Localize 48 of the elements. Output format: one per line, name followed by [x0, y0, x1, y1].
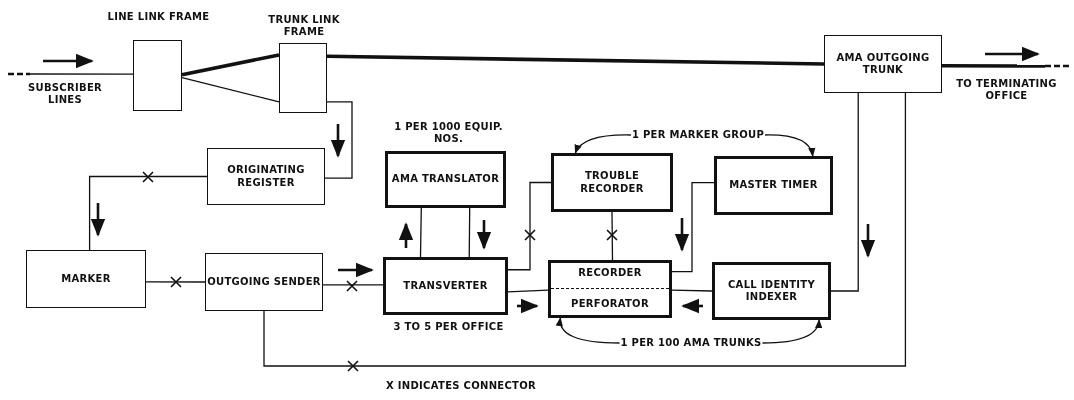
connection-line	[322, 284, 384, 286]
connection-line	[671, 289, 713, 292]
box-label: CALL IDENTITY INDEXER	[727, 278, 816, 304]
connection-line	[324, 101, 353, 179]
connection-line	[419, 207, 422, 258]
process-box	[712, 262, 831, 320]
process-box	[205, 253, 323, 311]
connection-line	[507, 181, 552, 271]
connection-line	[942, 63, 1045, 68]
leader-arrow	[764, 134, 815, 157]
connection-line	[671, 181, 715, 273]
box-label: RECORDER	[578, 267, 642, 280]
connection-line	[181, 76, 280, 103]
box-label: TROUBLE RECORDER	[579, 170, 645, 195]
leader-arrow	[556, 317, 621, 344]
connection-line	[830, 92, 859, 292]
frame-heading: TRUNK LINK FRAME	[267, 14, 341, 38]
process-box	[26, 250, 146, 308]
note-text: 1 PER 100 AMA TRUNKS	[620, 336, 762, 350]
process-box	[548, 260, 672, 318]
connection-line	[507, 289, 549, 293]
process-box	[551, 153, 673, 212]
box-label: ORIGINATING REGISTER	[226, 164, 306, 189]
leader-arrow	[761, 319, 822, 344]
box-label: MASTER TIMER	[729, 179, 818, 192]
box-label: TRANSVERTER	[403, 279, 488, 293]
box-label: AMA TRANSLATOR	[391, 173, 500, 186]
note-text: 1 PER MARKER GROUP	[631, 128, 765, 142]
box-label: OUTGOING SENDER	[207, 275, 321, 289]
connection-line	[611, 211, 614, 261]
legend-note: X INDICATES CONNECTOR	[386, 380, 537, 392]
connection-line	[263, 92, 907, 367]
frame-heading: LINE LINK FRAME	[106, 11, 211, 23]
connection-line	[468, 207, 471, 258]
leader-arrow	[574, 134, 632, 154]
connection-line	[326, 54, 825, 66]
process-box	[824, 35, 942, 93]
box-label: AMA OUTGOING TRUNK	[835, 51, 931, 77]
connection-line	[181, 53, 280, 77]
process-box	[714, 156, 833, 215]
quantity-note: 3 TO 5 PER OFFICE	[392, 321, 505, 333]
connection-line	[145, 281, 206, 283]
box-label: MARKER	[61, 272, 111, 286]
connection-line	[29, 73, 134, 75]
quantity-note: 1 PER 1000 EQUIP. NOS.	[393, 121, 504, 145]
box-label: PERFORATOR	[571, 298, 649, 311]
process-box	[207, 148, 325, 205]
connection-line	[88, 175, 208, 251]
